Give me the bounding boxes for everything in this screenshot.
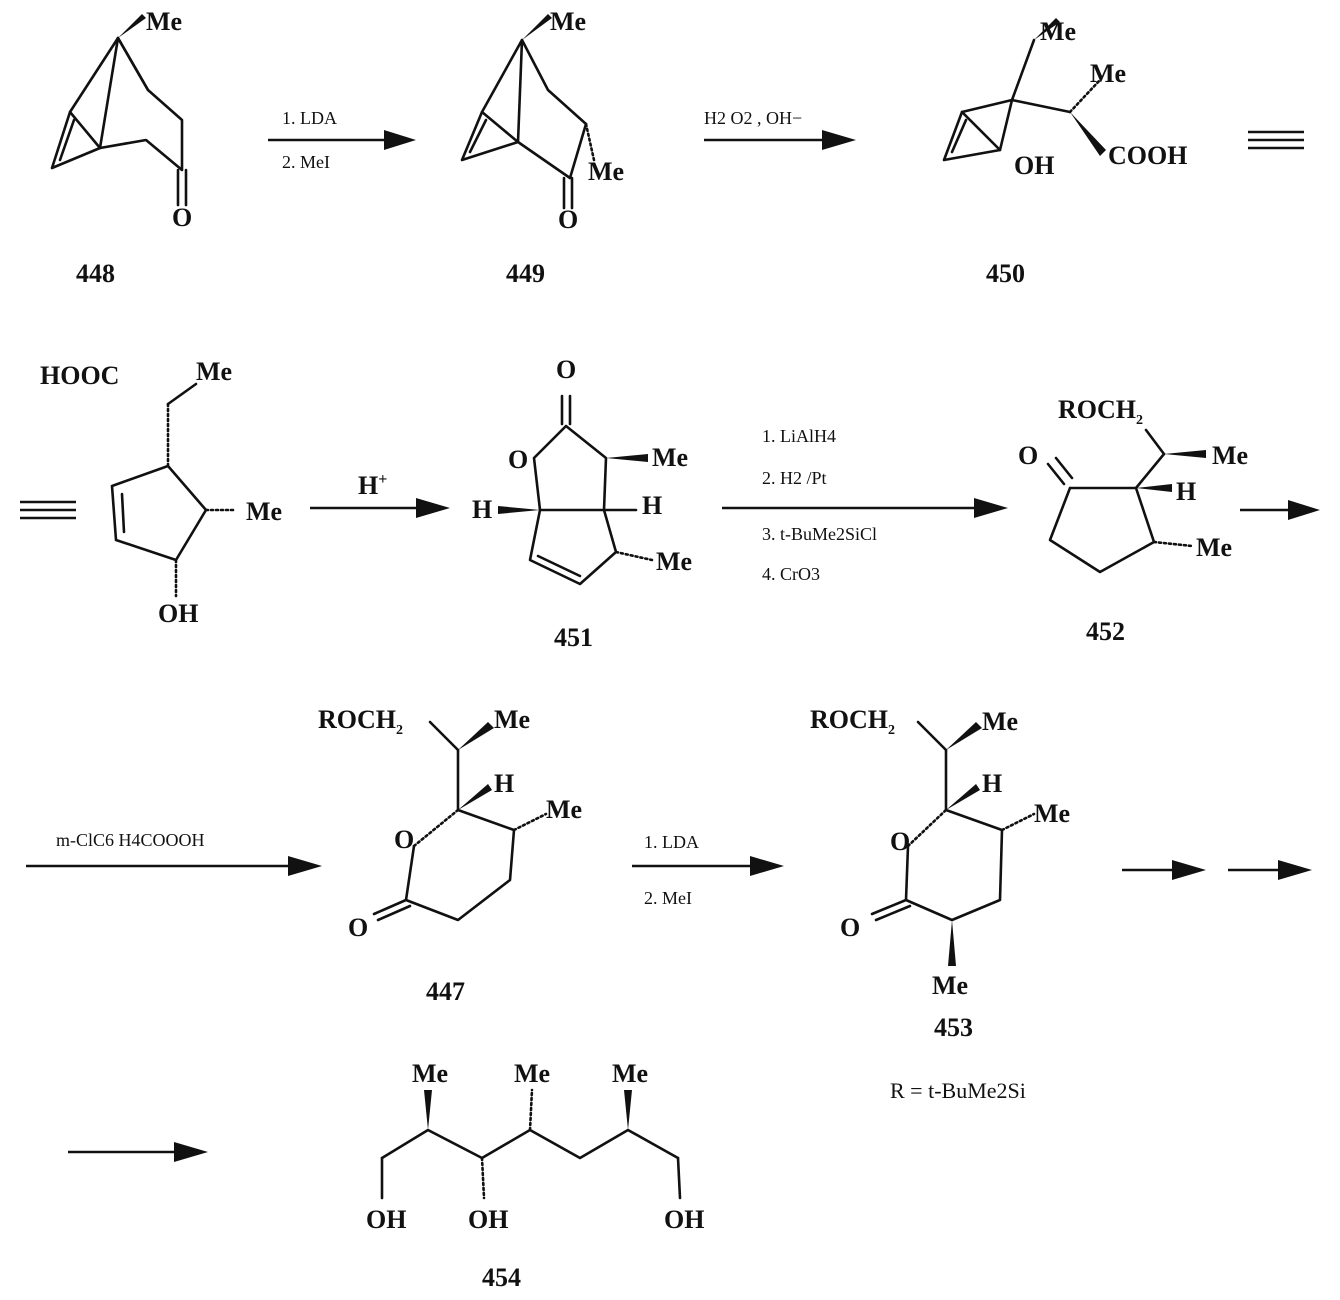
compound-447: ROCH2 Me H Me O O: [318, 705, 582, 942]
compound-450: Me Me OH COOH: [942, 17, 1187, 180]
oxygen-label: O: [394, 825, 414, 854]
me-label: Me: [1040, 17, 1076, 46]
reaction-arrow-7: [68, 1142, 208, 1162]
h-label: H: [472, 495, 492, 524]
reaction-arrow-4: [722, 498, 1008, 518]
me-label: Me: [932, 971, 968, 1000]
me-label: Me: [550, 7, 586, 36]
reaction-arrow-5: [26, 856, 322, 876]
me-label: Me: [588, 157, 624, 186]
oh-label: OH: [366, 1205, 406, 1234]
oxygen-label: O: [1018, 441, 1038, 470]
oxygen-label: O: [172, 203, 192, 232]
compound-450-cyclopentene: HOOC Me Me OH: [40, 357, 282, 628]
reagent-step6-line2: 2. MeI: [644, 888, 692, 908]
cooh-label: COOH: [1108, 141, 1187, 170]
reagent-step1-line2: 2. MeI: [282, 152, 330, 172]
compound-label-451: 451: [554, 623, 593, 652]
reagent-step5: m-ClC6 H4COOOH: [56, 830, 205, 850]
compound-label-453: 453: [934, 1013, 973, 1042]
me-label: Me: [514, 1059, 550, 1088]
oh-label: OH: [664, 1205, 704, 1234]
me-label: Me: [546, 795, 582, 824]
me-label: Me: [652, 443, 688, 472]
equivalence-sign: [20, 500, 76, 520]
equivalence-sign: [1248, 130, 1304, 150]
reagent-step4-line3: 3. t-BuMe2SiCl: [762, 524, 877, 544]
roch2-label: ROCH2: [810, 705, 895, 738]
reaction-arrow-6: [632, 856, 784, 876]
oh-label: OH: [1014, 151, 1054, 180]
compound-454: Me Me Me OH OH OH: [366, 1059, 704, 1234]
reaction-arrow-2: [704, 130, 856, 150]
compound-label-447: 447: [426, 977, 465, 1006]
reaction-arrow-1: [268, 130, 416, 150]
oxygen-label: O: [508, 445, 528, 474]
oxygen-label: O: [840, 913, 860, 942]
oh-label: OH: [158, 599, 198, 628]
me-label: Me: [412, 1059, 448, 1088]
oxygen-label: O: [556, 355, 576, 384]
h-label: H: [494, 769, 514, 798]
compound-label-449: 449: [506, 259, 545, 288]
compound-label-454: 454: [482, 1263, 521, 1292]
oxygen-label: O: [558, 205, 578, 234]
reagent-step4-line1: 1. LiAlH4: [762, 426, 836, 446]
oxygen-label: O: [890, 827, 910, 856]
h-label: H: [982, 769, 1002, 798]
roch2-label: ROCH2: [318, 705, 403, 738]
roch2-label: ROCH2: [1058, 395, 1143, 428]
me-label: Me: [982, 707, 1018, 736]
compound-label-452: 452: [1086, 617, 1125, 646]
reagent-step4-line4: 4. CrO3: [762, 564, 820, 584]
reagent-step4-line2: 2. H2 /Pt: [762, 468, 827, 488]
me-label: Me: [146, 7, 182, 36]
reaction-arrow-continue: [1240, 500, 1320, 520]
reagent-step1-line1: 1. LDA: [282, 108, 337, 128]
h-label: H: [1176, 477, 1196, 506]
r-group-definition: R = t-BuMe2Si: [890, 1078, 1026, 1103]
me-label: Me: [1034, 799, 1070, 828]
me-label: Me: [1196, 533, 1232, 562]
reagent-step6-line1: 1. LDA: [644, 832, 699, 852]
multistep-arrows: [1122, 860, 1312, 880]
me-label: Me: [246, 497, 282, 526]
me-label: Me: [494, 705, 530, 734]
me-label: Me: [612, 1059, 648, 1088]
reagent-step3: H+: [358, 471, 387, 500]
reagent-step2: H2 O2 , OH−: [704, 108, 802, 128]
compound-451: O O Me H H Me: [472, 355, 692, 586]
me-label: Me: [196, 357, 232, 386]
hooc-label: HOOC: [40, 361, 119, 390]
h-label: H: [642, 491, 662, 520]
reaction-arrow-3: [310, 498, 450, 518]
compound-452: ROCH2 O Me H Me: [1018, 395, 1248, 574]
oxygen-label: O: [348, 913, 368, 942]
me-label: Me: [1090, 59, 1126, 88]
compound-449: Me Me O: [460, 7, 624, 234]
compound-label-448: 448: [76, 259, 115, 288]
me-label: Me: [656, 547, 692, 576]
me-label: Me: [1212, 441, 1248, 470]
compound-448: Me O: [50, 7, 192, 232]
compound-453: ROCH2 Me H Me O O Me: [810, 705, 1070, 1000]
oh-label: OH: [468, 1205, 508, 1234]
compound-label-450: 450: [986, 259, 1025, 288]
